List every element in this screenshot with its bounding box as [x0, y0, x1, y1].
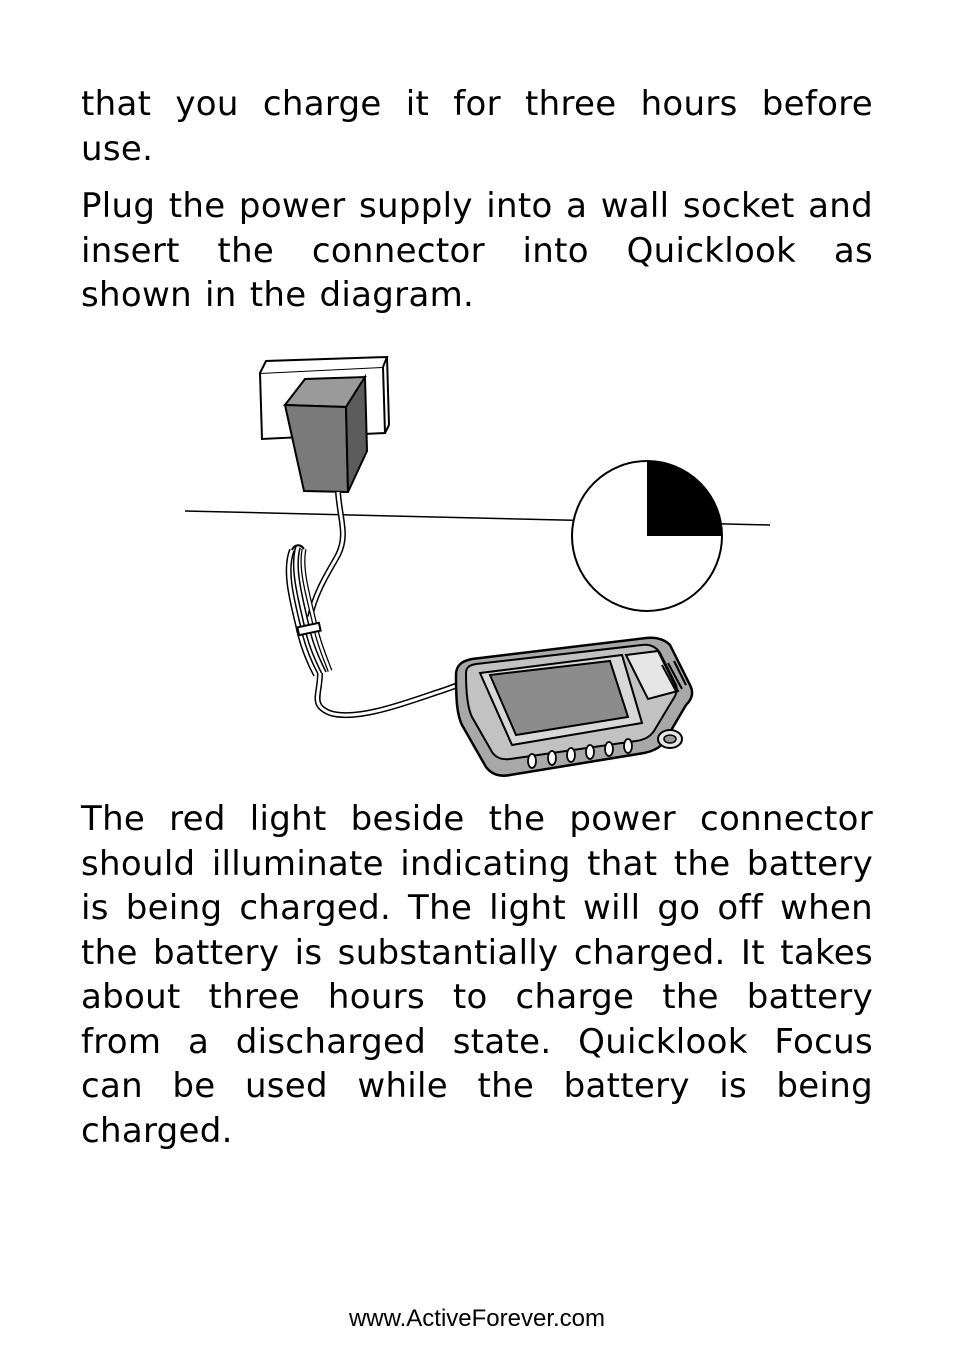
footer-url: www.ActiveForever.com — [348, 1305, 606, 1332]
power-adapter — [283, 373, 369, 494]
quicklook-device — [454, 636, 694, 777]
cable — [285, 491, 460, 719]
device-buttons — [527, 738, 633, 769]
intro-paragraph-continuation: that you charge it for three hours befor… — [81, 84, 873, 169]
charging-light-paragraph: The red light beside the power connector… — [81, 799, 873, 1151]
plug-in-instructions-paragraph: Plug the power supply into a wall socket… — [81, 186, 873, 315]
clock-icon — [571, 460, 723, 612]
charging-diagram — [184, 355, 771, 777]
